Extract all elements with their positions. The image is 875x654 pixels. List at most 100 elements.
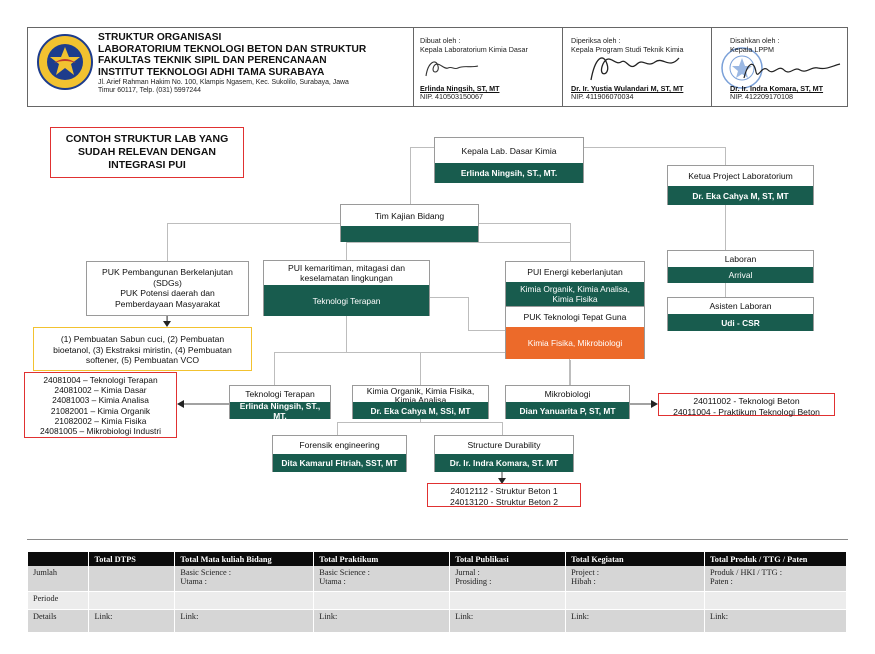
connector-line <box>337 422 502 423</box>
example-title: CONTOH STRUKTUR LAB YANG SUDAH RELEVAN D… <box>65 133 229 171</box>
institute-logo-icon <box>37 34 93 90</box>
node-pui-energy: PUI Energi keberlanjutan Kimia Organik, … <box>505 261 645 306</box>
table-cell-link[interactable]: Link: <box>704 609 847 633</box>
node-name: Dian Yanuarita P, ST, MT <box>506 402 629 419</box>
org-title-line: STRUKTUR ORGANISASI <box>98 32 222 43</box>
table-cell-link[interactable]: Link: <box>449 609 567 633</box>
node-title: Structure Durability <box>467 440 541 450</box>
org-cell: STRUKTUR ORGANISASI LABORATORIUM TEKNOLO… <box>28 28 413 106</box>
connector-line <box>420 419 421 422</box>
checked-by-name: Dr. Ir. Yustia Wulandari M, ST, MT <box>571 84 684 93</box>
node-title: Forensik engineering <box>299 440 380 450</box>
table-cell: Produk / HKI / TTG : Paten : <box>704 566 847 592</box>
kpi-table: Total DTPS Total Mata kuliah Bidang Tota… <box>28 552 847 633</box>
table-cell <box>704 591 847 610</box>
node-puk-sdg: PUK Pembangunan Berkelanjutan (SDGs) PUK… <box>86 261 249 316</box>
approved-by-nip: NIP. 412209170108 <box>730 92 794 101</box>
table-cell: Jumlah <box>28 566 90 592</box>
course-item: 24011002 - Teknologi Beton <box>693 396 800 406</box>
node-title: PUI kemaritiman, mitagasi dan keselamata… <box>287 263 405 283</box>
course-item: 24081002 – Kimia Dasar <box>54 385 147 396</box>
connector-line <box>725 147 726 165</box>
course-item: 21082002 – Kimia Fisika <box>54 415 147 426</box>
org-title-line: FAKULTAS TEKNIK SIPIL DAN PERENCANAAN <box>98 55 327 66</box>
table-header: Total Mata kuliah Bidang <box>174 552 315 566</box>
connector-line <box>569 352 570 385</box>
node-name: Udi - CSR <box>668 314 813 331</box>
course-item: 24081005 – Mikrobiologi Industri <box>39 426 162 437</box>
course-list-left: 24081004 – Teknologi Terapan 24081002 – … <box>24 372 177 438</box>
connector-line <box>346 316 347 352</box>
connector-line <box>430 297 468 298</box>
address-line: Jl. Arief Rahman Hakim No. 100, Klampis … <box>98 79 349 86</box>
node-structure: Structure Durability Dr. Ir. Indra Komar… <box>434 435 574 472</box>
course-item: 24012112 - Struktur Beton 1 <box>450 486 558 496</box>
node-project-lead: Ketua Project Laboratorium Dr. Eka Cahya… <box>667 165 814 205</box>
arrow-left-icon <box>177 400 184 408</box>
org-title: STRUKTUR ORGANISASI LABORATORIUM TEKNOLO… <box>98 32 366 78</box>
connector-line <box>274 352 275 385</box>
node-title: Ketua Project Laboratorium <box>688 171 793 181</box>
header-divider <box>562 28 563 106</box>
made-by-cell: Dibuat oleh : Kepala Laboratorium Kimia … <box>414 28 562 106</box>
checked-by-nip: NIP. 411906070034 <box>571 92 634 101</box>
connector-line <box>346 242 571 243</box>
sdg-activities-text: (1) Pembuatan Sabun cuci, (2) Pembuatan … <box>53 334 232 365</box>
approved-by-cell: Disahkan oleh : Kepala LPPM Dr. Ir. Indr… <box>712 28 847 106</box>
address-line: Timur 60117, Telp. (031) 5997244 <box>98 87 201 94</box>
stamp-icon <box>721 47 763 89</box>
checked-by-label: Diperiksa oleh : <box>571 36 621 45</box>
checked-by-role: Kepala Program Studi Teknik Kimia <box>571 45 684 54</box>
table-cell <box>565 591 706 610</box>
made-by-name: Erlinda Ningsih, ST, MT <box>420 84 500 93</box>
table-cell <box>313 591 451 610</box>
course-item: 24081004 – Teknologi Terapan <box>43 375 158 385</box>
table-cell-link[interactable]: Link: <box>88 609 176 633</box>
header-divider <box>711 28 712 106</box>
node-name: Teknologi Terapan <box>264 285 429 316</box>
signature-icon <box>590 57 680 81</box>
table-cell-link[interactable]: Link: <box>565 609 706 633</box>
table-cell: Jurnal : Prosiding : <box>449 566 567 592</box>
signature-icon <box>743 63 841 79</box>
node-head: Kepala Lab. Dasar Kimia Erlinda Ningsih,… <box>434 137 584 183</box>
section-divider <box>27 539 848 540</box>
org-address: Jl. Arief Rahman Hakim No. 100, Klampis … <box>98 79 398 95</box>
approved-by-name: Dr. Ir. Indra Komara, ST, MT <box>730 84 824 93</box>
course-item: 21082001 – Kimia Organik <box>50 405 151 416</box>
table-cell: Details <box>28 609 90 633</box>
connector-line <box>479 223 570 224</box>
node-kimia-organik: Kimia Organik, Kimia Fisika, Kimia Anali… <box>352 385 489 419</box>
node-title: Teknologi Terapan <box>245 389 315 399</box>
node-name: Dita Kamarul Fitriah, SST, MT <box>273 454 406 472</box>
table-cell-link[interactable]: Link: <box>174 609 315 633</box>
node-name: Arrival <box>668 267 813 283</box>
connector-line <box>420 352 421 385</box>
org-title-line: INSTITUT TEKNOLOGI ADHI TAMA SURABAYA <box>98 66 325 78</box>
arrow-down-icon <box>498 478 506 484</box>
header-panel: STRUKTUR ORGANISASI LABORATORIUM TEKNOLO… <box>27 27 848 107</box>
example-title-box: CONTOH STRUKTUR LAB YANG SUDAH RELEVAN D… <box>50 127 244 178</box>
node-tek-terapan: Teknologi Terapan Erlinda Ningsih, ST., … <box>229 385 331 421</box>
course-item: 24013120 - Struktur Beton 2 <box>450 496 558 507</box>
connector-line <box>725 283 726 297</box>
approved-by-label: Disahkan oleh : <box>730 36 780 45</box>
node-name: Dr. Eka Cahya M, SSi, MT <box>353 402 488 419</box>
node-title: Asisten Laboran <box>709 301 772 311</box>
table-cell-link[interactable]: Link: <box>313 609 451 633</box>
connector-line <box>468 297 469 330</box>
table-header <box>28 552 90 566</box>
connector-line <box>584 147 725 148</box>
node-forensik: Forensik engineering Dita Kamarul Fitria… <box>272 435 407 472</box>
node-name <box>341 226 478 242</box>
table-cell <box>88 591 176 610</box>
made-by-nip: NIP. 410503150067 <box>420 92 484 101</box>
node-title: Tim Kajian Bidang <box>374 210 445 221</box>
connector-line <box>411 147 434 148</box>
connector-line <box>502 422 503 435</box>
sdg-activities-box: (1) Pembuatan Sabun cuci, (2) Pembuatan … <box>33 327 252 371</box>
table-header: Total Kegiatan <box>565 552 706 566</box>
node-title: Mikrobiologi <box>544 389 591 399</box>
table-cell: Periode <box>28 591 90 610</box>
